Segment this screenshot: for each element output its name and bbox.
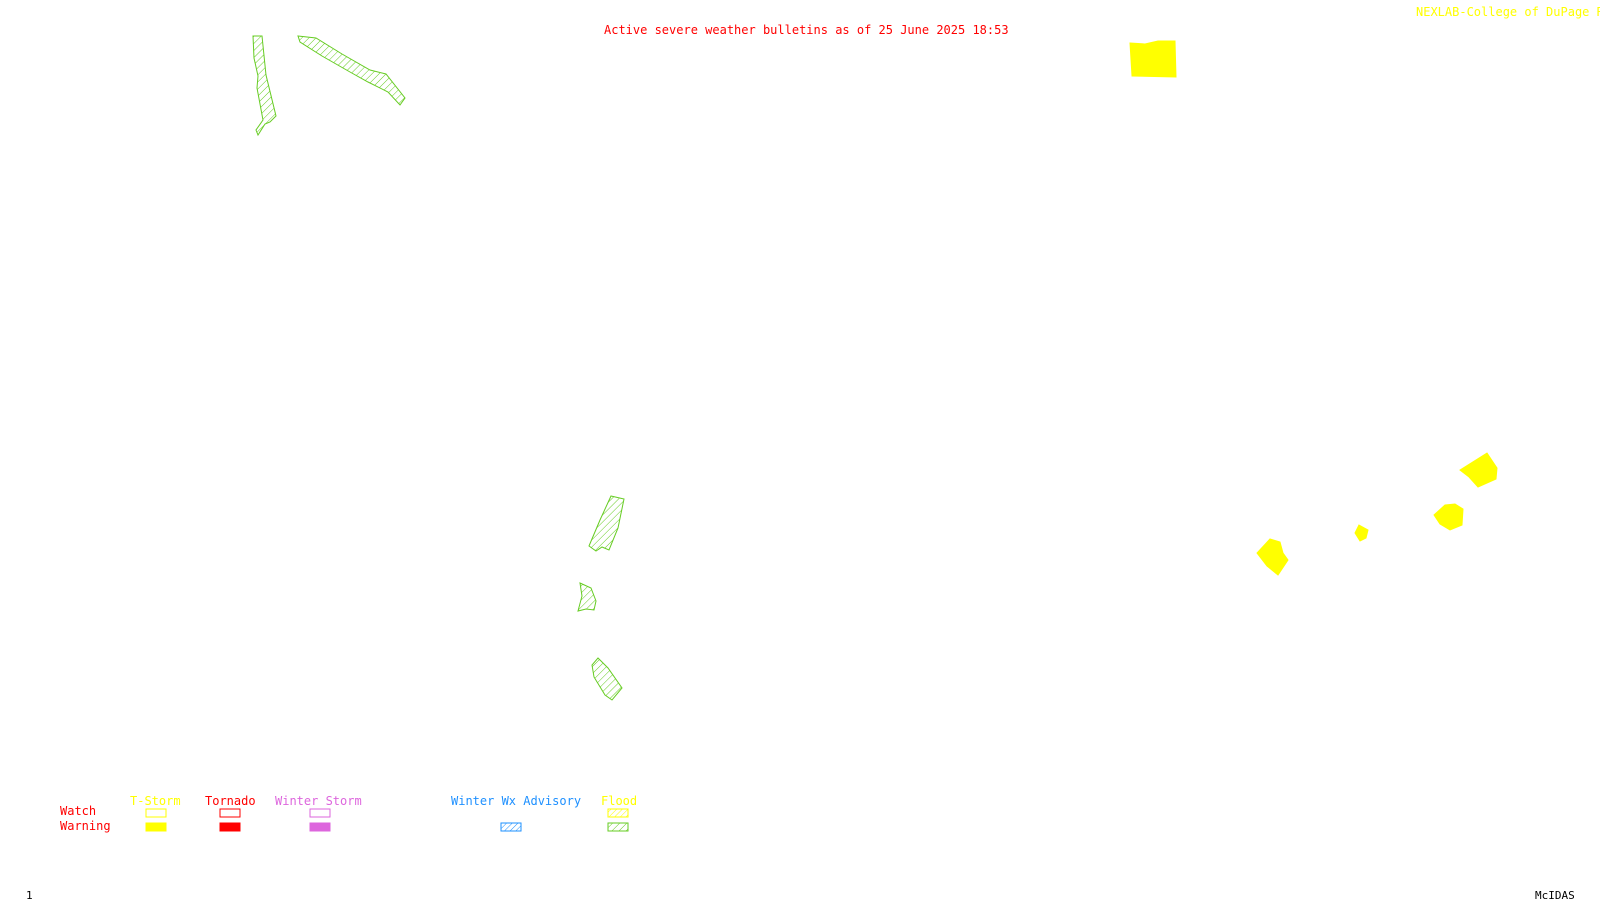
source-credit: NEXLAB-College of DuPage R (1416, 5, 1600, 19)
winter-storm-watch-swatch (309, 808, 331, 818)
flood-warning-area (577, 582, 597, 612)
tornado-watch-swatch (219, 808, 241, 818)
tornado-warning-swatch (219, 822, 241, 832)
tstorm-warning-area (1433, 503, 1464, 531)
tstorm-warning-area (1256, 538, 1289, 576)
legend-label-tstorm: T-Storm (130, 794, 181, 808)
legend-label-tornado: Tornado (205, 794, 256, 808)
flood-warning-area (591, 657, 623, 701)
flood-warning-swatch (607, 822, 629, 832)
flood-watch-swatch (607, 808, 629, 818)
page-title: Active severe weather bulletins as of 25… (604, 23, 1009, 37)
tstorm-warning-polygons (1129, 40, 1498, 576)
tstorm-warning-area (1129, 40, 1177, 78)
tstorm-warning-area (1459, 452, 1498, 488)
flood-warning-area (588, 495, 625, 552)
flood-warning-area (297, 35, 406, 106)
legend-label-winter-storm: Winter Storm (275, 794, 362, 808)
flood-warning-polygons (252, 35, 625, 701)
legend-swatches (145, 808, 629, 832)
tstorm-watch-swatch (145, 808, 167, 818)
frame-number: 1 (26, 889, 33, 902)
software-label: McIDAS (1535, 889, 1575, 902)
flood-warning-area (252, 35, 277, 137)
winter-advisory-warning-swatch (500, 822, 522, 832)
tstorm-warning-area (1354, 524, 1369, 542)
tstorm-warning-swatch (145, 822, 167, 832)
legend-row-warning: Warning (60, 819, 111, 833)
legend-row-watch: Watch (60, 804, 97, 818)
legend-label-winter-advisory: Winter Wx Advisory (451, 794, 582, 808)
legend-label-flood: Flood (601, 794, 638, 808)
winter-storm-warning-swatch (309, 822, 331, 832)
